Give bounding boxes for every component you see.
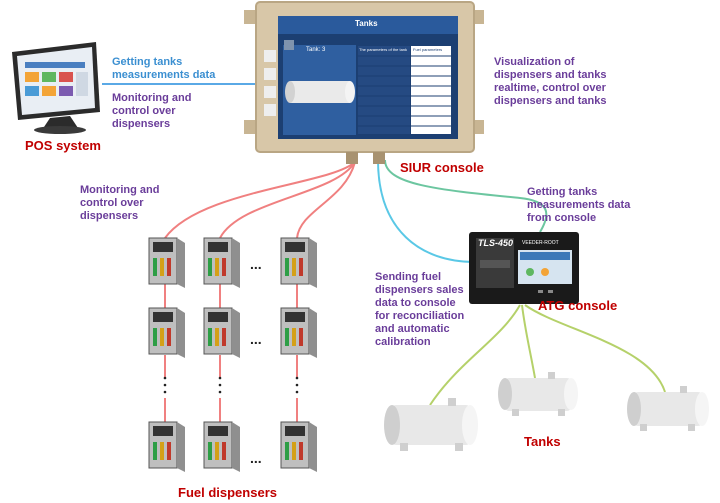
vertical-ellipsis-dot [295, 390, 299, 394]
siur-screen-params-header: The parameters of the tank [359, 47, 408, 52]
siur-screen-fuel-header: Fuel parameters [413, 47, 443, 52]
atg-tank-line-3 [524, 304, 666, 393]
vertical-ellipsis-dot [218, 376, 222, 380]
atg-brand-label: VEEDER-ROOT [522, 240, 559, 246]
sending-fuel-label: Sending fuel dispensers sales data to co… [375, 271, 465, 348]
pos-data-label: Getting tanks measurements data [112, 56, 216, 81]
siur-screen-tank-label: Tank: 3 [306, 47, 326, 53]
fuel-dispenser-icon [280, 421, 317, 472]
fuel-dispensers-label: Fuel dispensers [178, 485, 277, 500]
tanks-label: Tanks [524, 434, 561, 449]
fuel-dispenser-icon [280, 307, 317, 358]
vertical-ellipsis-dot [163, 383, 167, 387]
monitor-dispensers-label: Monitoring and control over dispensers [80, 184, 160, 222]
siur-screen-title: Tanks [355, 19, 378, 28]
ellipsis-row3: ... [250, 450, 262, 466]
vertical-ellipsis-dot [218, 390, 222, 394]
fuel-dispenser-icon [203, 237, 240, 288]
vertical-ellipsis-dot [295, 376, 299, 380]
vertical-ellipsis-dot [163, 390, 167, 394]
ellipsis-row1: ... [250, 256, 262, 272]
siur-atg-cyan-line [377, 159, 476, 263]
atg-tank-line-1 [429, 304, 521, 406]
siur-atg-green-line [384, 159, 548, 233]
tank-left-icon [384, 398, 478, 451]
pos-system-label: POS system [25, 138, 101, 153]
atg-getting-label: Getting tanks measurements data from con… [527, 186, 631, 224]
visualization-label: Visualization of dispensers and tanks re… [494, 56, 607, 107]
tank-right-icon [627, 386, 709, 431]
pos-terminal-icon [12, 42, 100, 134]
vertical-ellipsis-dot [163, 376, 167, 380]
fuel-dispenser-icon [280, 237, 317, 288]
vertical-ellipsis-dot [295, 383, 299, 387]
tank-middle-icon [498, 372, 578, 416]
fuel-dispenser-icon [203, 421, 240, 472]
atg-tank-line-2 [521, 304, 536, 379]
dispenser-line-3 [296, 161, 356, 239]
ellipsis-row2: ... [250, 331, 262, 347]
fuel-dispenser-icon [148, 237, 185, 288]
fuel-dispenser-icon [203, 307, 240, 358]
atg-console-label: ATG console [538, 298, 618, 313]
atg-console-icon [469, 232, 579, 304]
fuel-dispenser-icon [148, 307, 185, 358]
pos-monitor-label: Monitoring and control over dispensers [112, 92, 192, 130]
fuel-dispenser-icon [148, 421, 185, 472]
siur-console-label: SIUR console [400, 160, 484, 175]
fuel-dispensers-group [148, 237, 317, 472]
vertical-ellipsis-dot [218, 383, 222, 387]
dispenser-line-2 [219, 161, 356, 239]
dispenser-line-1 [164, 161, 356, 239]
atg-model-label: TLS-450 [478, 238, 514, 248]
siur-console-icon [244, 1, 484, 164]
